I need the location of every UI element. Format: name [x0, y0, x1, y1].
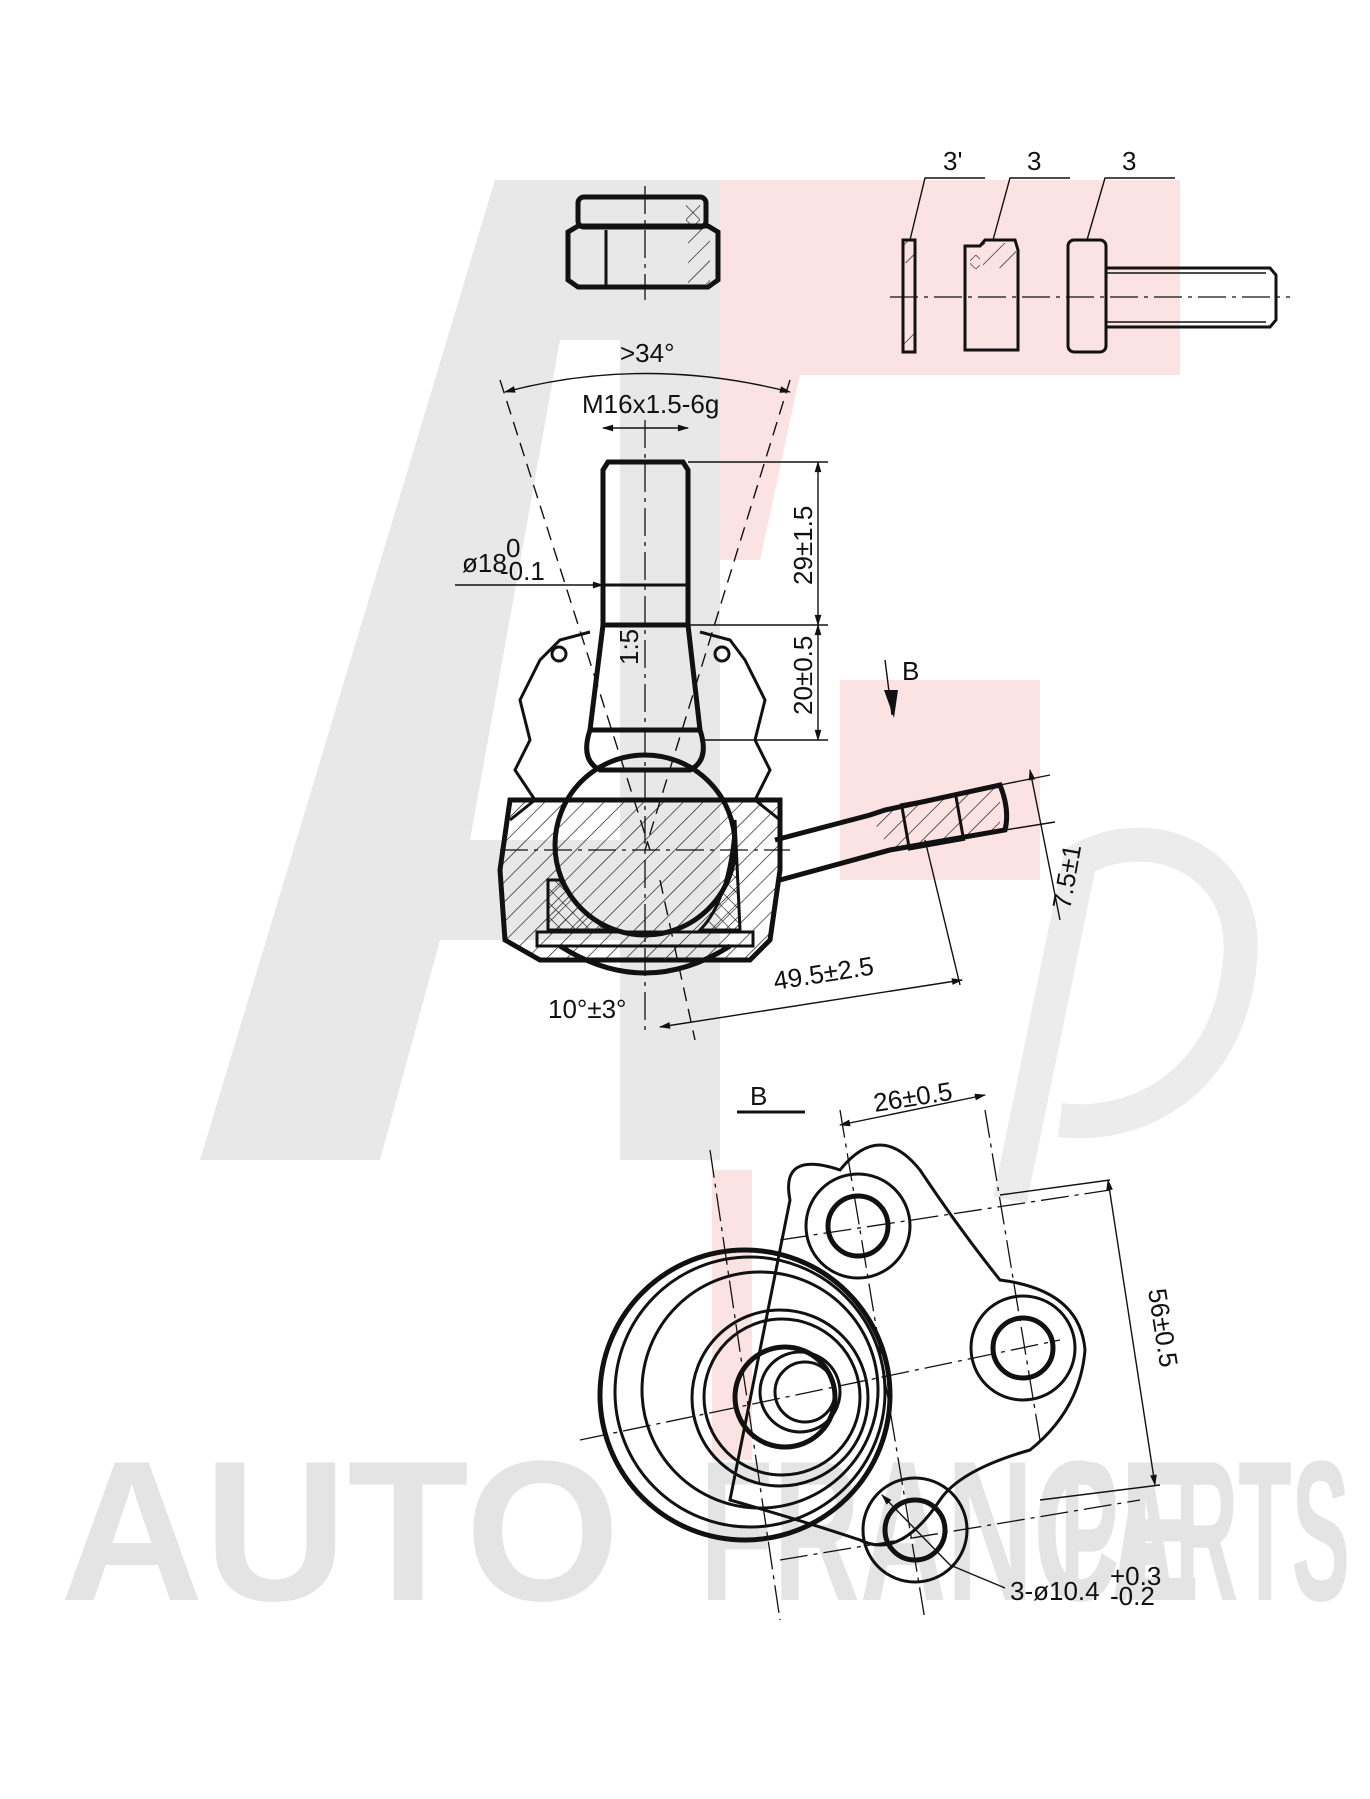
fastener-set-drawing: 3' 3 3	[890, 146, 1290, 354]
dim-taper-length: 20±0.5	[788, 636, 818, 715]
view-b-arrow-label: B	[902, 656, 919, 686]
dim-hole-spacing: 26±0.5	[871, 1076, 954, 1118]
dim-shank-diameter: ø18	[462, 548, 507, 578]
watermark-pink-block-top	[720, 180, 1180, 375]
watermark-letter-p	[993, 827, 1258, 1204]
dim-tilt-angle: 10°±3°	[548, 994, 626, 1024]
dim-shank-tol-lower: -0.1	[500, 556, 545, 586]
view-b-plan: B 26±0.5 56±0.5	[579, 1076, 1184, 1621]
dim-thread: M16x1.5-6g	[582, 389, 719, 419]
dim-hole-span: 56±0.5	[1142, 1286, 1184, 1369]
dim-shank-tol-upper: 0	[506, 533, 520, 563]
ball-joint-section: >34° M16x1.5-6g ø18 0 -0.1 1:5 29±1.5 20…	[455, 338, 1087, 1041]
view-b-label: B	[750, 1081, 767, 1111]
watermark-pink-slant	[720, 375, 800, 560]
dim-stud-length: 29±1.5	[788, 506, 818, 585]
dim-cone-angle: >34°	[620, 338, 675, 368]
dim-arm-length: 49.5±2.5	[771, 950, 875, 995]
watermark-text-auto: AUTO	[60, 1420, 620, 1643]
callout-bolt: 3	[1122, 146, 1136, 176]
watermark-text-parts: PARTS	[1060, 1420, 1350, 1643]
callout-washer: 3'	[943, 146, 962, 176]
view-b-arrow	[884, 690, 898, 718]
watermark-pink-block-mid	[840, 680, 1040, 880]
dim-hole-spec: 3-ø10.4	[1010, 1576, 1100, 1606]
dim-hole-tol-lower: -0.2	[1110, 1581, 1155, 1611]
dim-hole-tol-upper: +0.3	[1110, 1561, 1161, 1591]
callout-lock-nut: 3	[1027, 146, 1041, 176]
castle-nut-drawing	[565, 186, 721, 300]
dim-taper: 1:5	[614, 629, 644, 665]
watermark-letter-a	[200, 180, 720, 1160]
